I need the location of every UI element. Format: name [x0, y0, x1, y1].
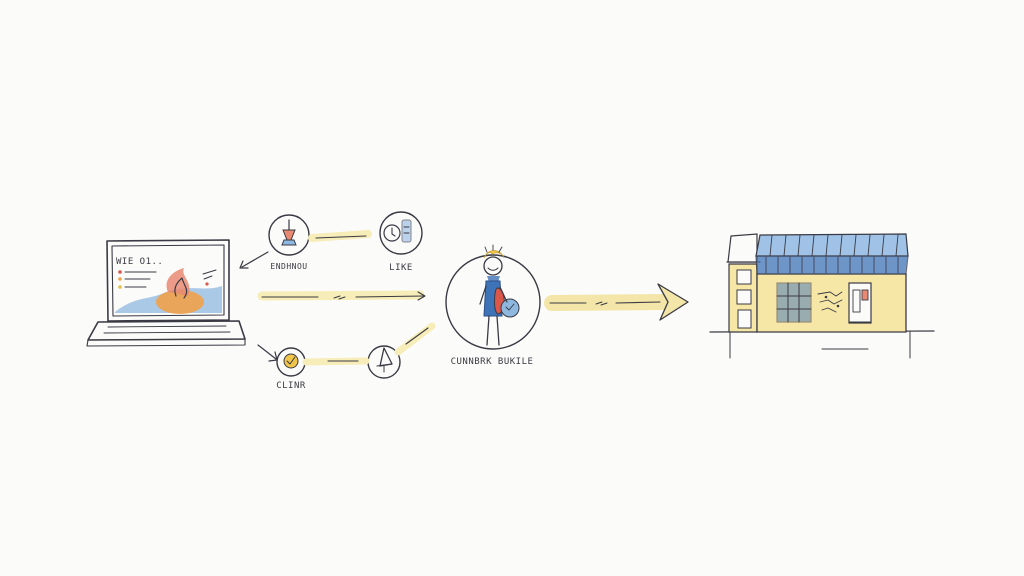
- lamp-icon: [281, 219, 297, 246]
- pin-icon: [376, 347, 393, 373]
- customer-label: CUNNBRK BUKILE: [451, 357, 534, 367]
- connectors: [239, 230, 689, 366]
- touchpoint-top-right: LIKE: [379, 211, 423, 273]
- arrow-laptop-to-top-left: [239, 251, 269, 269]
- touchpoint-label-top-right: LIKE: [389, 263, 413, 273]
- link-bottom-to-customer: [405, 327, 429, 345]
- touchpoint-label-top-left: ENDHNOU: [270, 262, 307, 271]
- arrow-laptop-to-customer: [261, 291, 426, 301]
- touchpoint-label-bottom-left: CLINR: [276, 381, 306, 391]
- badge-icon: [283, 353, 299, 369]
- customer-circle: [445, 254, 541, 350]
- touchpoint-top-left: ENDHNOU: [268, 214, 310, 271]
- phone-icon: [383, 219, 412, 243]
- arrow-laptop-to-bottom-left: [257, 344, 278, 362]
- touchpoint-bottom-left: CLINR: [276, 347, 306, 391]
- customer: CUNNBRK BUKILE: [445, 244, 541, 367]
- arrow-customer-to-store: [549, 283, 689, 321]
- storefront-icon: [709, 233, 935, 359]
- screen-heading: WIE O1..: [116, 257, 163, 267]
- laptop-icon: WIE O1..: [86, 239, 246, 347]
- link-top: [315, 235, 367, 239]
- person-icon: [479, 244, 520, 346]
